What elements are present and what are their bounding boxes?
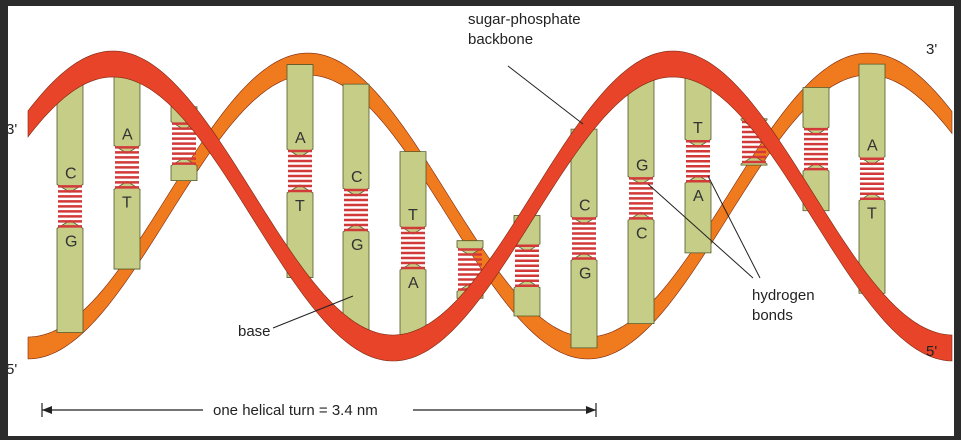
base-letter-top: C	[65, 165, 77, 182]
helical-turn-label: one helical turn = 3.4 nm	[213, 402, 378, 419]
hydrogen-bond-stripes	[401, 228, 425, 268]
base-letter-bottom: C	[636, 225, 648, 242]
hydrogen-bond-stripes	[686, 141, 710, 181]
end-label-bottom-right: 5'	[926, 343, 937, 360]
base-letter-bottom: A	[408, 275, 419, 292]
hydrogen-bond-stripes	[344, 190, 368, 230]
base-pair-column: AT	[287, 65, 313, 278]
base-pair-column: TA	[400, 152, 426, 345]
base-pair-column: CG	[571, 129, 597, 348]
backbone-label-line1: sugar-phosphate	[468, 11, 581, 28]
base-label: base	[238, 323, 271, 340]
base-letter-bottom: T	[122, 194, 132, 211]
base-letter-bottom: T	[295, 198, 305, 215]
hydrogen-bond-stripes	[515, 246, 539, 286]
base-letter-bottom: A	[693, 188, 704, 205]
hydrogen-bond-stripes	[115, 147, 139, 187]
base-letter-top: T	[693, 120, 703, 137]
hydrogen-bond-stripes	[58, 186, 82, 226]
base-letter-top: G	[636, 157, 648, 174]
base-letter-bottom: G	[65, 233, 77, 250]
end-label-top-right: 3'	[926, 41, 937, 58]
backbone-label-line2: backbone	[468, 31, 533, 48]
hydrogen-bond-stripes	[288, 151, 312, 191]
base-pair-column: TA	[685, 70, 711, 253]
hydrogen-bond-stripes	[572, 218, 596, 258]
hydrogen-bond-stripes	[804, 129, 828, 169]
hydrogen-bond-stripes	[860, 159, 884, 199]
end-label-top-left: 3'	[8, 121, 17, 138]
base-letter-top: A	[867, 138, 878, 155]
base-letter-bottom: G	[579, 265, 591, 282]
hydrogen-bond-stripes	[629, 178, 653, 218]
base-letter-bottom: T	[867, 206, 877, 223]
base-pair-column: CG	[57, 80, 83, 332]
base-lower	[685, 175, 711, 253]
end-label-bottom-left: 5'	[8, 361, 17, 378]
base-letter-top: A	[295, 130, 306, 147]
base-pair-column: AT	[859, 64, 885, 293]
base-letter-top: A	[122, 126, 133, 143]
backbone-pointer-line	[508, 66, 583, 124]
base-letter-top: C	[579, 197, 591, 214]
turn-arrowhead-right	[586, 406, 596, 414]
base-letter-top: T	[408, 207, 418, 224]
base-pair-column: AT	[114, 66, 140, 269]
base-letter-top: C	[351, 169, 363, 186]
hbond-label-line2: bonds	[752, 307, 793, 324]
hbond-label-line1: hydrogen	[752, 287, 815, 304]
turn-arrowhead-left	[42, 406, 52, 414]
base-letter-bottom: G	[351, 237, 363, 254]
base-pair-column: GC	[628, 73, 654, 324]
